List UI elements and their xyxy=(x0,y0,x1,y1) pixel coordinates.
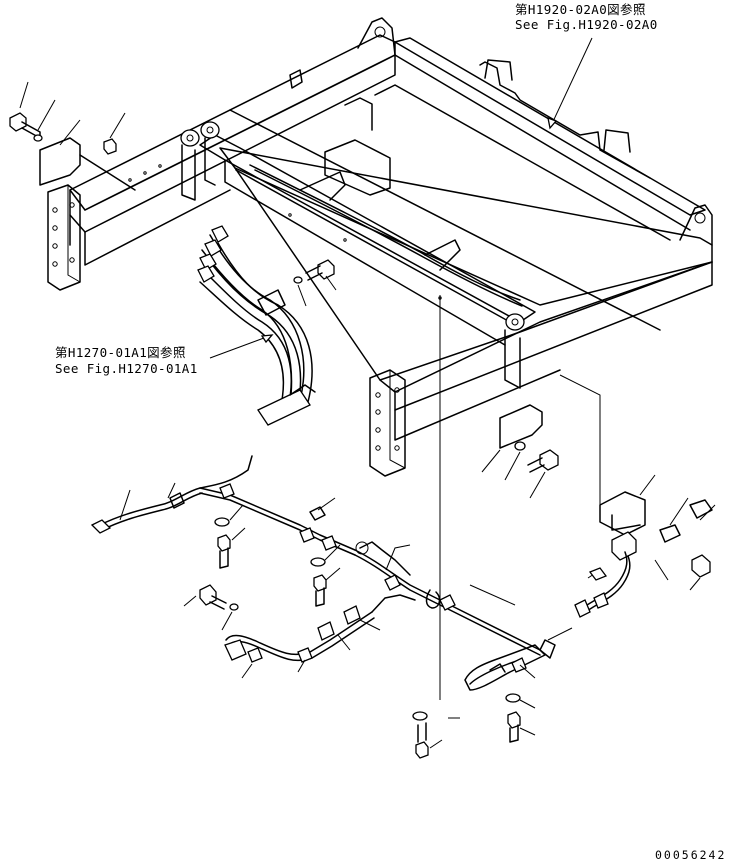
lower-harness xyxy=(90,455,556,659)
plate-top-left xyxy=(39,137,81,186)
washer-hose-bracket xyxy=(293,276,303,284)
front-cross-member xyxy=(199,134,536,323)
washer-lower-left xyxy=(229,603,239,611)
center-plate xyxy=(324,139,391,196)
bolt-lower-2 xyxy=(313,574,327,607)
washer-bottom-center xyxy=(412,711,428,721)
ref-label-mid-en: See Fig.H1270-01A1 xyxy=(55,361,198,376)
bolt-lower-1 xyxy=(217,534,231,569)
bolt-top-left xyxy=(9,112,41,139)
left-rail-face xyxy=(84,54,396,233)
bolt-right xyxy=(527,449,559,473)
hose-bundle xyxy=(197,225,316,426)
leader-ref-mid xyxy=(209,334,273,359)
leader-ref-top xyxy=(549,37,593,129)
washer-top-left xyxy=(33,134,43,142)
rail-harness xyxy=(249,164,521,301)
frame-assembly xyxy=(47,17,713,477)
bolt-bottom-center xyxy=(415,722,429,759)
drawing-number: 00056242 xyxy=(655,848,727,862)
ref-label-top-en: See Fig.H1920-02A0 xyxy=(515,17,658,32)
right-rail-upper xyxy=(219,147,713,381)
plate-right xyxy=(499,404,543,449)
lifting-lug-left xyxy=(357,17,396,56)
cable-boot-assembly xyxy=(464,551,631,743)
washer-lower-2 xyxy=(310,557,326,567)
washer-right xyxy=(514,441,526,451)
lower-left-harness xyxy=(199,584,416,663)
hinge-right xyxy=(504,313,525,389)
connector-bracket xyxy=(599,491,646,536)
rear-cross-member xyxy=(394,37,706,216)
left-end-plate xyxy=(47,184,81,291)
washer-lower-1 xyxy=(214,517,230,527)
ref-label-top-jp: 第H1920-02A0図参照 xyxy=(515,2,646,17)
hinge-left xyxy=(180,121,220,201)
ref-label-mid-jp: 第H1270-01A1図参照 xyxy=(55,345,186,360)
nut-top-left xyxy=(103,138,117,155)
bolt-lower-left xyxy=(199,584,217,606)
bolt-hose-bracket xyxy=(305,259,335,281)
lifting-lug-right xyxy=(679,204,713,246)
